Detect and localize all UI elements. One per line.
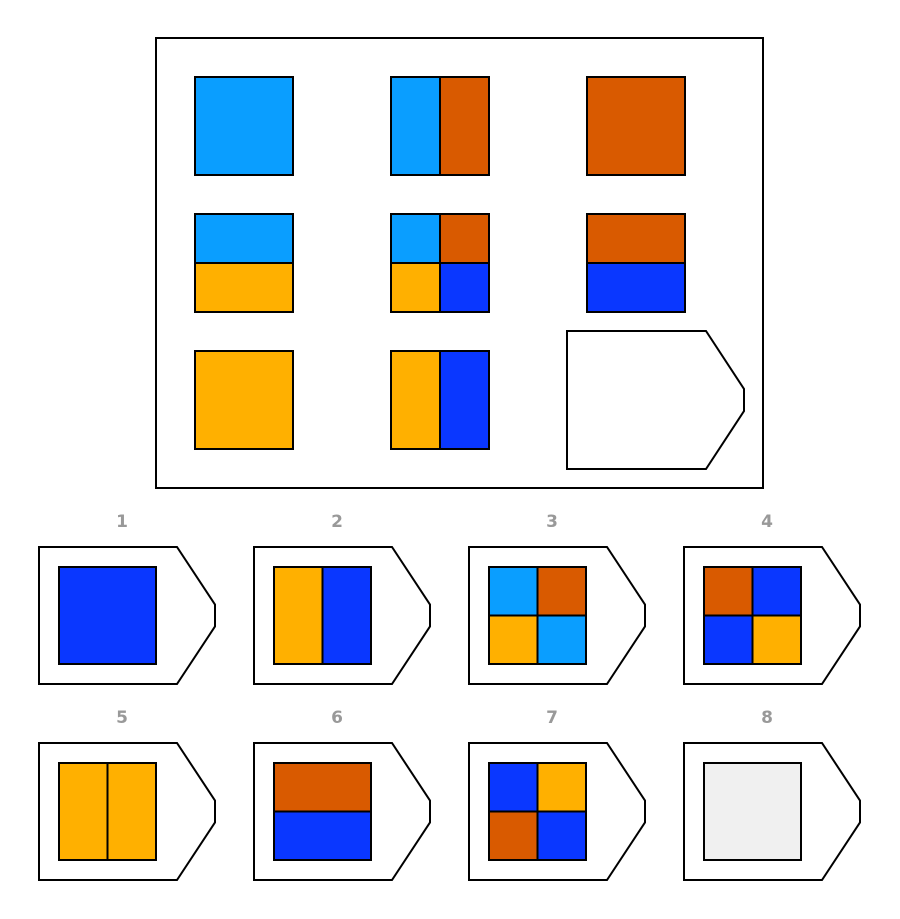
tile-quadrant-br	[536, 614, 587, 665]
matrix-cell-1-1	[194, 76, 294, 176]
option-number-label: 3	[546, 512, 558, 532]
tile-quadrant-tr	[536, 762, 587, 813]
tile-quadrant-tl	[703, 566, 754, 617]
option-tile	[488, 566, 587, 665]
tile-bottom-half	[273, 810, 372, 861]
tile-square	[58, 566, 157, 665]
tile-left-half	[390, 350, 441, 450]
option-3[interactable]: 3	[468, 512, 646, 685]
tile-quadrant-tr	[751, 566, 802, 617]
option-number-label: 5	[116, 708, 128, 728]
tile-quadrant-br	[751, 614, 802, 665]
tile-square	[194, 76, 294, 176]
tile-quadrant-bl	[488, 614, 539, 665]
tile-bottom-half	[194, 262, 294, 313]
missing-cell-placeholder	[566, 330, 745, 470]
tile-right-half	[439, 76, 490, 176]
option-tile	[58, 762, 157, 861]
tile-left-half	[273, 566, 324, 665]
tile-quadrant-tr	[439, 213, 490, 264]
option-tile	[703, 762, 802, 861]
tile-quadrant-br	[536, 810, 587, 861]
option-tile	[273, 762, 372, 861]
tile-quadrant-br	[439, 262, 490, 313]
tile-right-half	[321, 566, 372, 665]
option-tile	[58, 566, 157, 665]
matrix-cell-2-2	[390, 213, 490, 313]
option-number-label: 1	[116, 512, 128, 532]
tile-top-half	[273, 762, 372, 813]
option-tile	[273, 566, 372, 665]
tile-quadrant-tl	[488, 762, 539, 813]
matrix-cell-3-2	[390, 350, 490, 450]
option-8[interactable]: 8	[683, 708, 861, 881]
matrix-cell-1-3	[586, 76, 686, 176]
tile-quadrant-bl	[390, 262, 441, 313]
matrix-grid	[194, 76, 745, 470]
tile-quadrant-tl	[390, 213, 441, 264]
option-tile	[488, 762, 587, 861]
option-number-label: 8	[761, 708, 773, 728]
tile-left-half	[58, 762, 109, 861]
option-5[interactable]: 5	[38, 708, 216, 881]
option-number-label: 7	[546, 708, 558, 728]
tile-quadrant-tl	[488, 566, 539, 617]
option-6[interactable]: 6	[253, 708, 431, 881]
tile-square	[703, 762, 802, 861]
option-number-label: 4	[761, 512, 773, 532]
answer-options: 1 2 3 4 5 6 7 8	[38, 512, 861, 881]
tile-bottom-half	[586, 262, 686, 313]
tile-right-half	[439, 350, 490, 450]
tile-square	[586, 76, 686, 176]
tile-quadrant-tr	[536, 566, 587, 617]
option-2[interactable]: 2	[253, 512, 431, 685]
option-number-label: 2	[331, 512, 343, 532]
option-4[interactable]: 4	[683, 512, 861, 685]
tile-right-half	[106, 762, 157, 861]
matrix-cell-3-1	[194, 350, 294, 450]
tile-quadrant-bl	[703, 614, 754, 665]
matrix-cell-2-1	[194, 213, 294, 313]
tile-square	[194, 350, 294, 450]
option-tile	[703, 566, 802, 665]
matrix-cell-1-2	[390, 76, 490, 176]
tile-quadrant-bl	[488, 810, 539, 861]
option-1[interactable]: 1	[38, 512, 216, 685]
tile-top-half	[194, 213, 294, 264]
tile-top-half	[586, 213, 686, 264]
option-7[interactable]: 7	[468, 708, 646, 881]
tile-left-half	[390, 76, 441, 176]
option-number-label: 6	[331, 708, 343, 728]
matrix-cell-2-3	[586, 213, 686, 313]
